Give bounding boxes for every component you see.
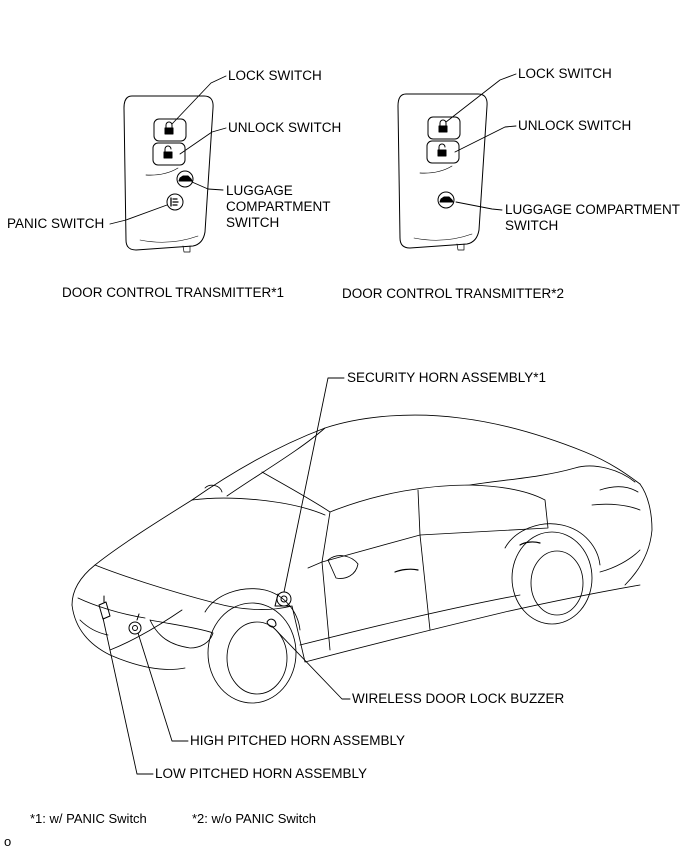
door-lock-buzzer-part bbox=[266, 618, 277, 628]
t1-lock-button bbox=[153, 118, 187, 142]
vehicle-leader-lines bbox=[102, 377, 351, 775]
high-pitched-horn-part bbox=[128, 613, 142, 635]
t1-luggage-button bbox=[176, 170, 194, 188]
security-horn-label: SECURITY HORN ASSEMBLY*1 bbox=[347, 370, 547, 385]
t1-luggage-line-3: SWITCH bbox=[226, 215, 280, 230]
t2-unlock-switch-label: UNLOCK SWITCH bbox=[518, 118, 632, 133]
transmitter-1-body bbox=[123, 95, 214, 253]
t2-luggage-line-1: LUGGAGE COMPARTMENT bbox=[505, 202, 681, 217]
low-pitched-horn-label: LOW PITCHED HORN ASSEMBLY bbox=[155, 766, 368, 781]
t2-leader-lines bbox=[445, 73, 517, 211]
vehicle-outline bbox=[71, 414, 653, 704]
t1-luggage-line-2: COMPARTMENT bbox=[226, 199, 331, 214]
t1-unlock-switch-label: UNLOCK SWITCH bbox=[228, 120, 342, 135]
t1-luggage-line-1: LUGGAGE bbox=[226, 183, 293, 198]
t1-leader-lines bbox=[109, 75, 227, 225]
low-pitched-horn-part bbox=[98, 595, 111, 620]
t2-luggage-line-2: SWITCH bbox=[505, 218, 559, 233]
door-lock-buzzer-label: WIRELESS DOOR LOCK BUZZER bbox=[352, 691, 565, 706]
t1-unlock-button bbox=[152, 142, 186, 166]
footnote-1: *1: w/ PANIC Switch bbox=[30, 811, 147, 826]
transmitter-1-caption: DOOR CONTROL TRANSMITTER*1 bbox=[62, 285, 285, 300]
t1-lock-switch-label: LOCK SWITCH bbox=[228, 68, 322, 83]
footnote-2: *2: w/o PANIC Switch bbox=[192, 811, 317, 826]
t2-lock-switch-label: LOCK SWITCH bbox=[518, 66, 612, 81]
transmitter-2-body bbox=[397, 93, 488, 251]
t2-unlock-button bbox=[426, 140, 460, 164]
high-pitched-horn-label: HIGH PITCHED HORN ASSEMBLY bbox=[190, 733, 406, 748]
t1-panic-switch-label: PANIC SWITCH bbox=[7, 216, 105, 231]
transmitter-2-caption: DOOR CONTROL TRANSMITTER*2 bbox=[342, 286, 565, 301]
t1-panic-button bbox=[166, 193, 184, 211]
t1-luggage-switch-label: LUGGAGE COMPARTMENT SWITCH bbox=[226, 183, 426, 231]
t2-luggage-switch-label: LUGGAGE COMPARTMENT SWITCH bbox=[505, 202, 685, 234]
t2-luggage-button bbox=[437, 191, 455, 209]
corner-mark: o bbox=[4, 834, 12, 849]
t2-lock-button bbox=[427, 116, 461, 140]
